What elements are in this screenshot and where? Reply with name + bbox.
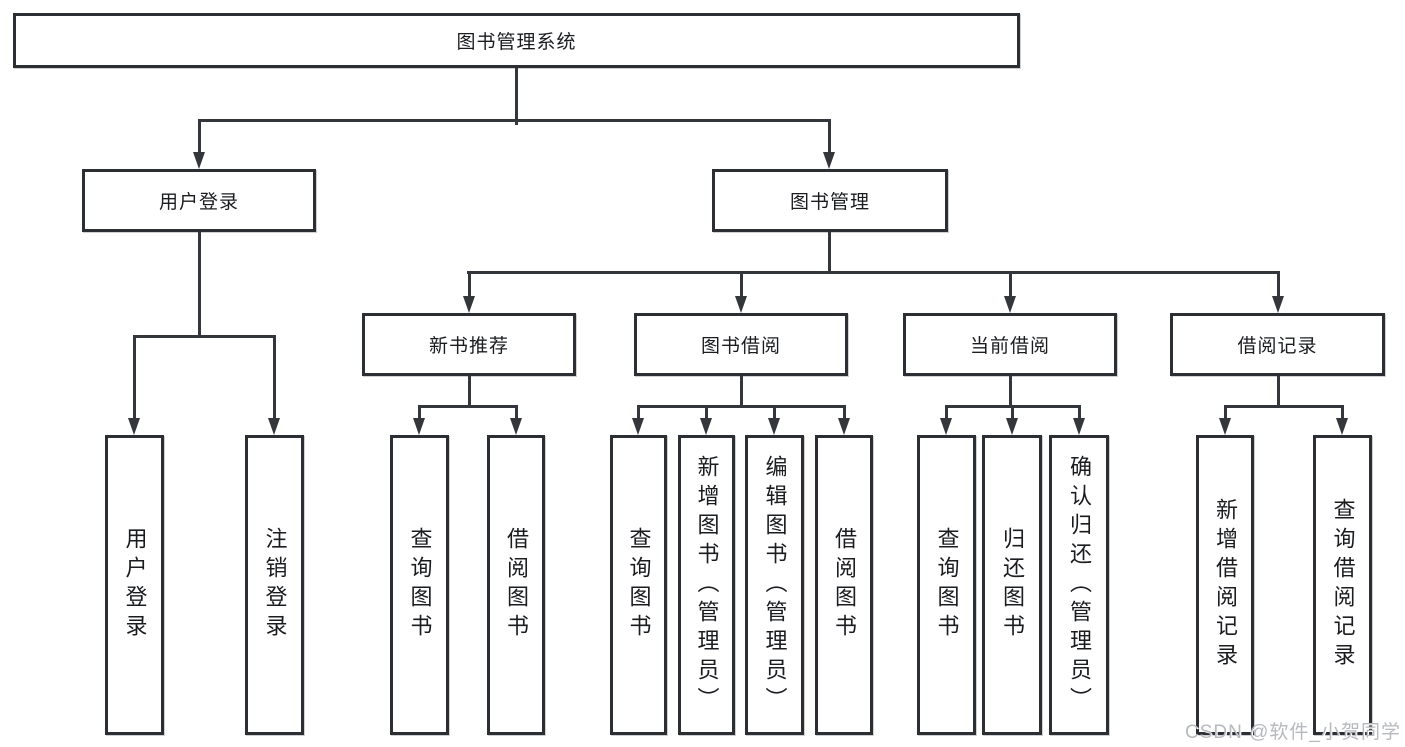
node-label: 新书推荐 [428, 336, 509, 357]
arrow-down-icon [1271, 296, 1284, 313]
connector-line [1223, 405, 1227, 418]
connector-line [1008, 271, 1012, 298]
connector-line [945, 405, 948, 418]
node-label: 新增图书（管理员） [694, 454, 720, 716]
node-new-book-recommend: 新书推荐 [362, 313, 576, 376]
arrow-down-icon [837, 418, 850, 435]
connector-line [198, 119, 201, 153]
node-book-borrow: 图书借阅 [634, 313, 848, 376]
connector-line [739, 271, 743, 298]
connector-line [828, 119, 831, 153]
node-label: 确认归还（管理员） [1067, 454, 1092, 716]
node-label: 查询借阅记录 [1330, 498, 1356, 672]
node-label: 新增借阅记录 [1213, 498, 1238, 672]
leaf-borrow-query-books: 查询图书 [610, 435, 667, 735]
arrow-down-icon [193, 152, 205, 169]
arrow-down-icon [823, 152, 835, 169]
leaf-recommend-query-books: 查询图书 [390, 435, 449, 735]
node-label: 图书管理系统 [456, 32, 577, 53]
arrow-down-icon [509, 418, 522, 435]
node-current-borrow: 当前借阅 [903, 313, 1117, 376]
connector-line [515, 68, 518, 125]
connector-line [637, 405, 640, 418]
node-label: 用户登录 [158, 192, 239, 213]
leaf-add-book-admin: 新增图书（管理员） [678, 435, 735, 735]
connector-line [739, 376, 743, 407]
arrow-down-icon [268, 418, 280, 435]
connector-line [133, 335, 276, 338]
leaf-user-login: 用户登录 [105, 435, 164, 735]
leaf-confirm-return-admin: 确认归还（管理员） [1049, 435, 1109, 735]
arrow-down-icon [700, 418, 712, 435]
connector-line [773, 405, 776, 418]
leaf-logout: 注销登录 [245, 435, 304, 735]
connector-line [418, 405, 421, 418]
connector-line [273, 335, 276, 418]
node-borrow-records: 借阅记录 [1170, 313, 1385, 376]
node-label: 借阅图书 [832, 527, 857, 643]
connector-line [637, 405, 845, 408]
connector-line [1008, 376, 1012, 407]
connector-line [197, 232, 201, 336]
leaf-return-book: 归还图书 [982, 435, 1042, 735]
node-label: 当前借阅 [969, 336, 1050, 357]
arrow-down-icon [632, 418, 644, 435]
leaf-edit-book-admin: 编辑图书（管理员） [745, 435, 804, 735]
leaf-borrow-books: 借阅图书 [815, 435, 873, 735]
node-label: 查询图书 [626, 527, 652, 643]
node-label: 用户登录 [122, 527, 148, 643]
connector-line [1010, 405, 1014, 418]
arrow-down-icon [128, 418, 140, 435]
node-label: 查询图书 [407, 527, 433, 643]
leaf-add-borrow-record: 新增借阅记录 [1196, 435, 1254, 735]
connector-line [198, 119, 831, 122]
node-library-system: 图书管理系统 [13, 13, 1020, 68]
connector-line [842, 405, 846, 418]
connector-line [467, 271, 1280, 274]
node-label: 图书借阅 [700, 336, 781, 357]
node-label: 借阅图书 [504, 527, 529, 643]
leaf-query-borrow-record: 查询借阅记录 [1313, 435, 1372, 735]
arrow-down-icon [462, 296, 475, 313]
connector-line [133, 335, 136, 418]
node-label: 查询图书 [934, 527, 960, 643]
connector-line [1276, 271, 1280, 298]
arrow-down-icon [1005, 418, 1018, 435]
connector-line [418, 405, 518, 408]
node-label: 归还图书 [1000, 527, 1025, 643]
csdn-watermark: CSDN @软件_小贺同学 [1185, 722, 1401, 743]
connector-line [467, 376, 471, 407]
arrow-down-icon [940, 418, 952, 435]
connector-line [514, 405, 518, 418]
arrow-down-icon [1336, 418, 1348, 435]
connector-line [1077, 405, 1081, 418]
connector-line [1341, 405, 1344, 418]
node-label: 注销登录 [262, 527, 288, 643]
arrow-down-icon [413, 418, 425, 435]
arrow-down-icon [1072, 418, 1085, 435]
node-book-management: 图书管理 [712, 169, 948, 232]
connector-line [1223, 405, 1344, 408]
connector-line [467, 271, 471, 298]
arrow-down-icon [768, 418, 780, 435]
node-label: 借阅记录 [1237, 336, 1318, 357]
node-label: 编辑图书（管理员） [762, 454, 788, 716]
leaf-current-query-books: 查询图书 [917, 435, 976, 735]
leaf-recommend-borrow-books: 借阅图书 [487, 435, 545, 735]
arrow-down-icon [1003, 296, 1016, 313]
node-label: 图书管理 [789, 192, 870, 213]
connector-line [705, 405, 708, 418]
connector-line [828, 232, 831, 273]
connector-line [1276, 376, 1280, 407]
arrow-down-icon [1218, 418, 1231, 435]
node-user-login: 用户登录 [82, 169, 316, 232]
arrow-down-icon [734, 296, 747, 313]
